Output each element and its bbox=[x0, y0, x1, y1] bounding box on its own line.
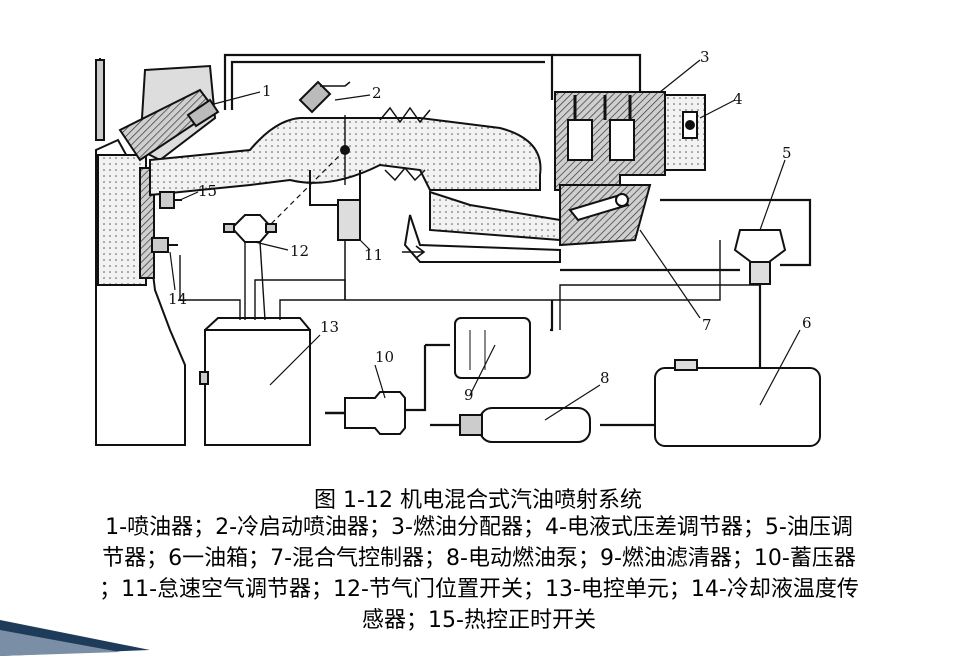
differential-pressure-regulator bbox=[664, 94, 736, 171]
fuel-accumulator bbox=[325, 364, 406, 435]
system-diagram: 1 2 3 4 5 6 7 8 9 10 11 12 13 14 15 bbox=[95, 48, 821, 447]
throttle-valve bbox=[264, 115, 350, 231]
label-5: 5 bbox=[782, 144, 792, 162]
label-14: 14 bbox=[168, 290, 187, 308]
component-labels: 1 2 3 4 5 6 7 8 9 10 11 12 13 14 15 bbox=[168, 48, 812, 404]
fuel-filter bbox=[454, 317, 531, 396]
legend-line: 节器；6一油箱；7-混合气控制器；8-电动燃油泵；9-燃油滤清器；10-蓄压器 bbox=[102, 546, 856, 571]
label-12: 12 bbox=[290, 242, 309, 260]
fuel-lines bbox=[223, 53, 812, 427]
electric-fuel-pump bbox=[459, 384, 601, 443]
label-7: 7 bbox=[702, 316, 712, 334]
label-4: 4 bbox=[733, 90, 743, 108]
label-6: 6 bbox=[802, 314, 812, 332]
figure-legend: 1-喷油器；2-冷启动喷油器；3-燃油分配器；4-电液式压差调节器；5-油压调 … bbox=[8, 512, 950, 636]
electronic-control-unit bbox=[199, 317, 321, 446]
label-1: 1 bbox=[262, 82, 272, 100]
fuel-distributor bbox=[554, 59, 701, 191]
label-10: 10 bbox=[375, 348, 394, 366]
fuel-tank bbox=[654, 329, 821, 447]
label-2: 2 bbox=[372, 84, 382, 102]
label-3: 3 bbox=[700, 48, 710, 66]
legend-line: 1-喷油器；2-冷启动喷油器；3-燃油分配器；4-电液式压差调节器；5-油压调 bbox=[105, 515, 853, 540]
legend-line: 感器；15-热控正时开关 bbox=[362, 608, 596, 633]
fuel-pressure-regulator bbox=[733, 159, 787, 285]
thermo-time-switch bbox=[159, 191, 199, 209]
label-8: 8 bbox=[600, 369, 610, 387]
throttle-position-switch bbox=[223, 214, 289, 251]
coolant-temp-sensor bbox=[151, 237, 178, 291]
engine-block bbox=[95, 58, 217, 446]
label-13: 13 bbox=[320, 318, 339, 336]
label-15: 15 bbox=[198, 182, 217, 200]
slide-corner-decoration bbox=[0, 620, 150, 656]
cold-start-injector bbox=[298, 80, 371, 114]
label-11: 11 bbox=[364, 246, 383, 264]
legend-line: ；11-怠速空气调节器；12-节气门位置开关；13-电控单元；14-冷却液温度传 bbox=[99, 577, 859, 602]
label-9: 9 bbox=[464, 386, 474, 404]
mixture-control-unit bbox=[559, 184, 701, 319]
fuel-injector bbox=[186, 91, 261, 128]
figure-title: 图 1-12 机电混合式汽油喷射系统 bbox=[314, 488, 642, 513]
